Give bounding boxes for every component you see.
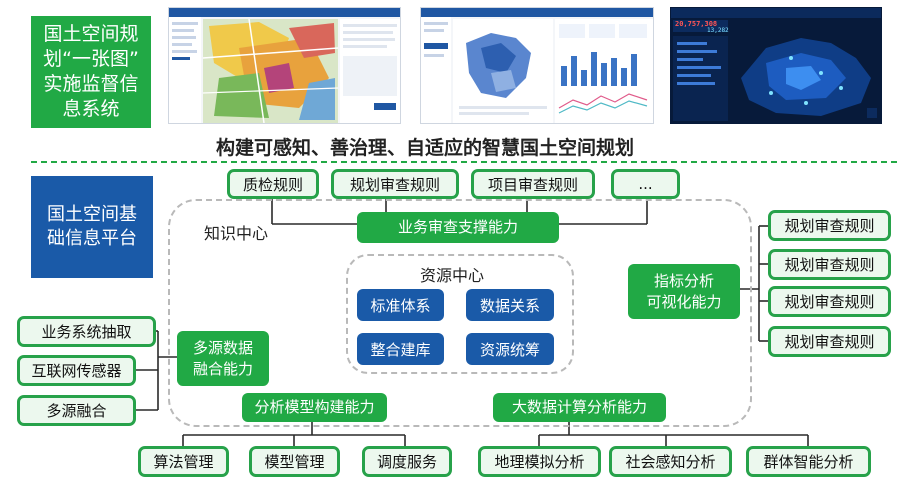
screenshot-map-app	[168, 7, 401, 124]
map-app-illustration	[169, 8, 400, 123]
system-title-line: 划“一张图”	[43, 48, 139, 70]
dashboard-illustration	[671, 8, 881, 121]
resource-integrated-build: 整合建库	[357, 333, 444, 365]
resource-center-container	[346, 254, 574, 374]
indicator-visualization-capability: 指标分析 可视化能力	[628, 264, 740, 319]
tool-swarm-intelligence: 群体智能分析	[746, 446, 871, 477]
right-planning-rule-1: 规划审查规则	[768, 210, 891, 241]
tool-geo-simulation: 地理模拟分析	[478, 446, 601, 477]
resource-coordination: 资源统筹	[466, 333, 554, 365]
screenshot-chart-app	[420, 7, 654, 124]
rule-quality-check: 质检规则	[227, 169, 319, 199]
resource-data-relation: 数据关系	[466, 289, 554, 321]
source-internet-sensor: 互联网传感器	[17, 355, 136, 386]
indicator-line: 指标分析	[653, 271, 714, 290]
right-planning-rule-3: 规划审查规则	[768, 286, 891, 317]
system-title-tile: 国土空间规 划“一张图” 实施监督信 息系统	[31, 16, 151, 128]
screenshot-dashboard: 20,757,308 13,282	[670, 7, 882, 124]
business-review-capability: 业务审查支撑能力	[357, 212, 559, 243]
source-business-extraction: 业务系统抽取	[17, 316, 156, 347]
dashboard-small-number: 13,282	[707, 27, 729, 34]
multisource-fusion-capability: 多源数据 融合能力	[177, 331, 269, 386]
platform-title-line: 国土空间基	[47, 204, 137, 225]
rule-more: ...	[611, 169, 680, 199]
resource-standard-system: 标准体系	[357, 289, 444, 321]
rule-planning-review: 规划审查规则	[331, 169, 459, 199]
platform-title-tile: 国土空间基 础信息平台	[31, 176, 153, 278]
system-title-line: 实施监督信	[43, 73, 139, 95]
tool-scheduling-service: 调度服务	[362, 446, 452, 477]
indicator-line: 可视化能力	[646, 292, 722, 311]
dashboard-number: 20,757,308	[675, 20, 718, 28]
analysis-model-build-capability: 分析模型构建能力	[242, 393, 387, 422]
fusion-line: 多源数据	[192, 338, 253, 357]
knowledge-center-label: 知识中心	[204, 224, 269, 243]
resource-center-label: 资源中心	[420, 266, 485, 285]
rule-project-review: 项目审查规则	[471, 169, 595, 199]
chart-app-illustration	[421, 8, 653, 123]
platform-title-line: 础信息平台	[47, 228, 137, 249]
fusion-line: 融合能力	[192, 359, 253, 378]
system-title-line: 息系统	[62, 98, 120, 120]
section-divider	[31, 161, 897, 163]
slogan: 构建可感知、善治理、自适应的智慧国土空间规划	[216, 137, 635, 159]
source-multisource-fusion: 多源融合	[17, 395, 136, 426]
tool-model-management: 模型管理	[249, 446, 340, 477]
right-planning-rule-2: 规划审查规则	[768, 249, 891, 280]
system-title-line: 国土空间规	[43, 23, 139, 45]
tool-algorithm-management: 算法管理	[138, 446, 229, 477]
right-planning-rule-4: 规划审查规则	[768, 326, 891, 357]
knowledge-center-container	[168, 199, 752, 427]
bigdata-analysis-capability: 大数据计算分析能力	[493, 393, 666, 422]
tool-social-sensing: 社会感知分析	[609, 446, 732, 477]
